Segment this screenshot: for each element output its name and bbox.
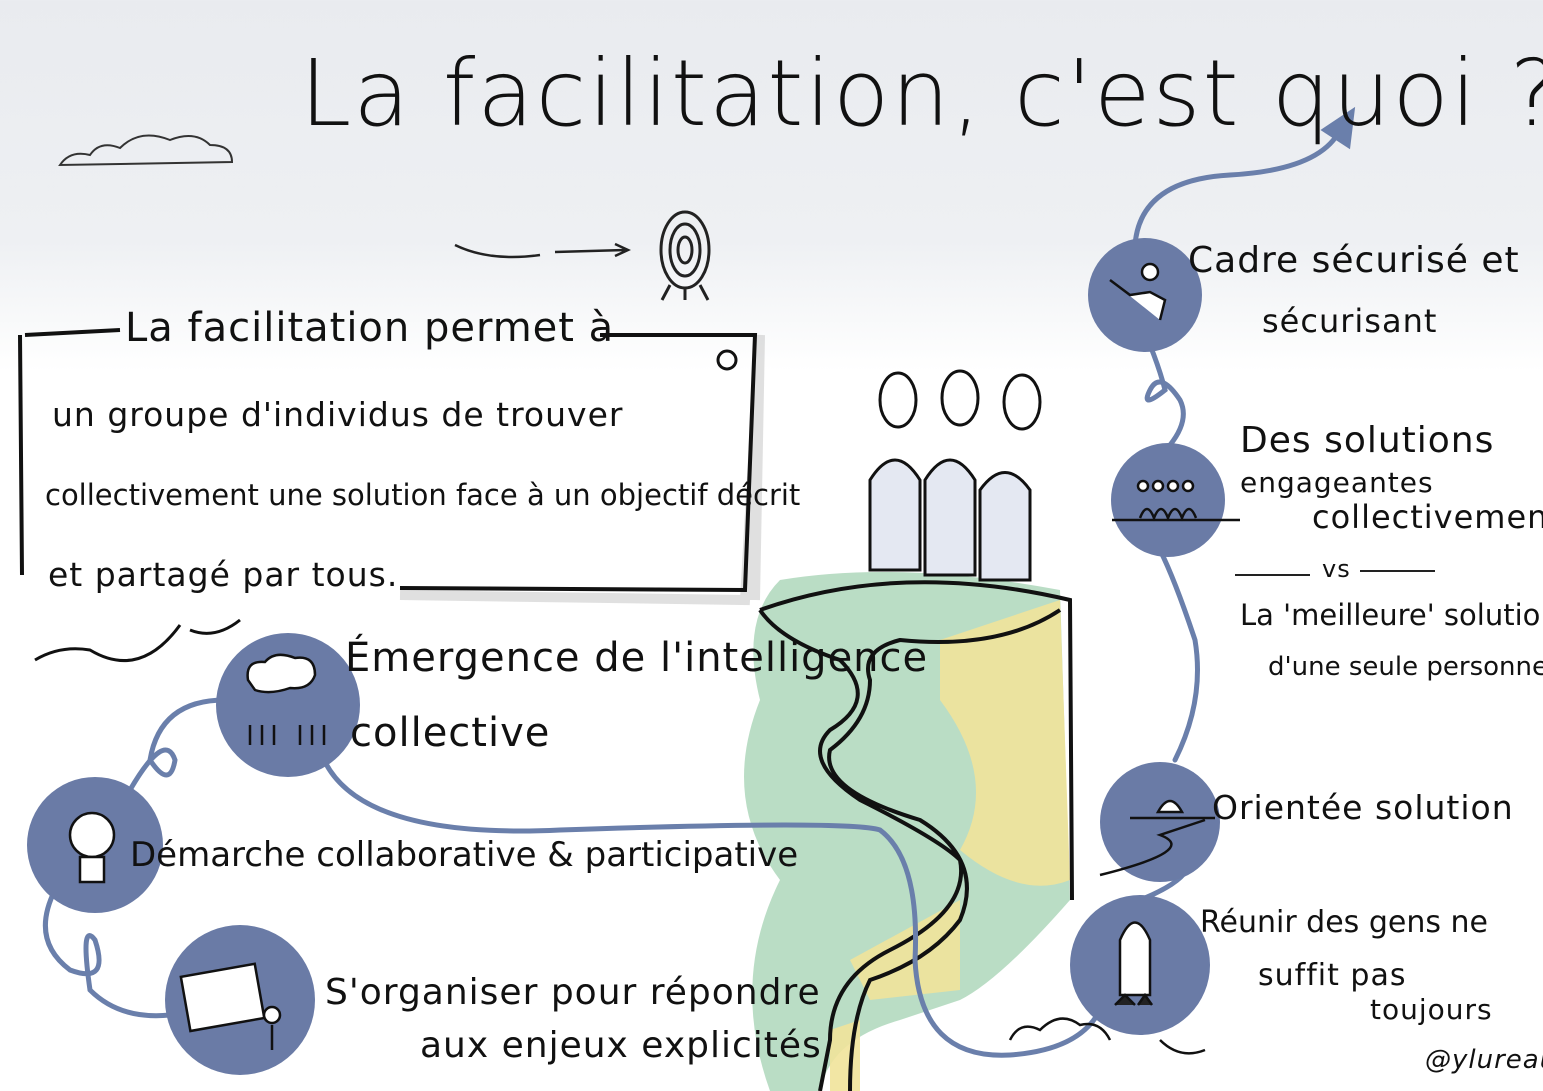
whiteboard-presenter-icon <box>179 962 282 1050</box>
definition-line-1: La facilitation permet à <box>125 305 615 351</box>
reunir-label-1: Réunir des gens ne <box>1200 905 1489 940</box>
circle-solutions <box>1111 443 1225 557</box>
target-icon <box>659 210 711 301</box>
reunir-label-2: suffit pas <box>1258 958 1407 993</box>
vs-divider-left <box>1235 574 1310 576</box>
circle-orientee <box>1100 762 1220 882</box>
definition-line-3: collectivement une solution face à un ob… <box>45 478 801 512</box>
demarche-label: Démarche collaborative & participative <box>130 835 799 875</box>
cadre-label-1: Cadre sécurisé et <box>1188 240 1520 281</box>
solutions-label-1: Des solutions <box>1240 420 1495 461</box>
organiser-label-1: S'organiser pour répondre <box>325 972 821 1013</box>
reunir-label-3: toujours <box>1370 993 1493 1026</box>
solutions-label-3: collectivement <box>1312 498 1543 536</box>
cadre-label-2: sécurisant <box>1262 302 1438 340</box>
people-group-illustration <box>868 369 1042 582</box>
vs-divider-right <box>1360 570 1435 572</box>
page-title: La facilitation, c'est quoi ? <box>300 40 1543 147</box>
orientee-label: Orientée solution <box>1212 788 1514 827</box>
solutions-label-5: d'une seule personne <box>1268 652 1543 682</box>
definition-line-4: et partagé par tous. <box>48 555 399 594</box>
solutions-label-4: La 'meilleure' solution <box>1240 598 1543 632</box>
definition-frame <box>18 328 765 606</box>
solutions-label-2: engageantes <box>1240 466 1434 499</box>
emergence-label-1: Émergence de l'intelligence <box>345 635 929 681</box>
emergence-label-2: collective <box>350 710 551 756</box>
author-signature: @ylureault <box>1425 1045 1543 1075</box>
journey-path <box>42 106 1356 1058</box>
group-people-icon <box>1112 479 1240 522</box>
cloud-icon <box>58 134 234 167</box>
cliff-illustration <box>744 572 1074 1091</box>
arrow-icon <box>454 242 631 259</box>
lightbulb-icon <box>68 811 116 884</box>
organiser-label-2: aux enjeux explicités <box>420 1025 822 1066</box>
rocket-icon <box>1114 921 1154 1006</box>
stop-hand-person-icon <box>1109 262 1167 321</box>
definition-line-2: un groupe d'individus de trouver <box>52 395 624 434</box>
thought-cloud-people-icon <box>246 653 326 745</box>
vs-label: vs <box>1322 555 1351 583</box>
sunrise-road-icon <box>1099 799 1215 877</box>
